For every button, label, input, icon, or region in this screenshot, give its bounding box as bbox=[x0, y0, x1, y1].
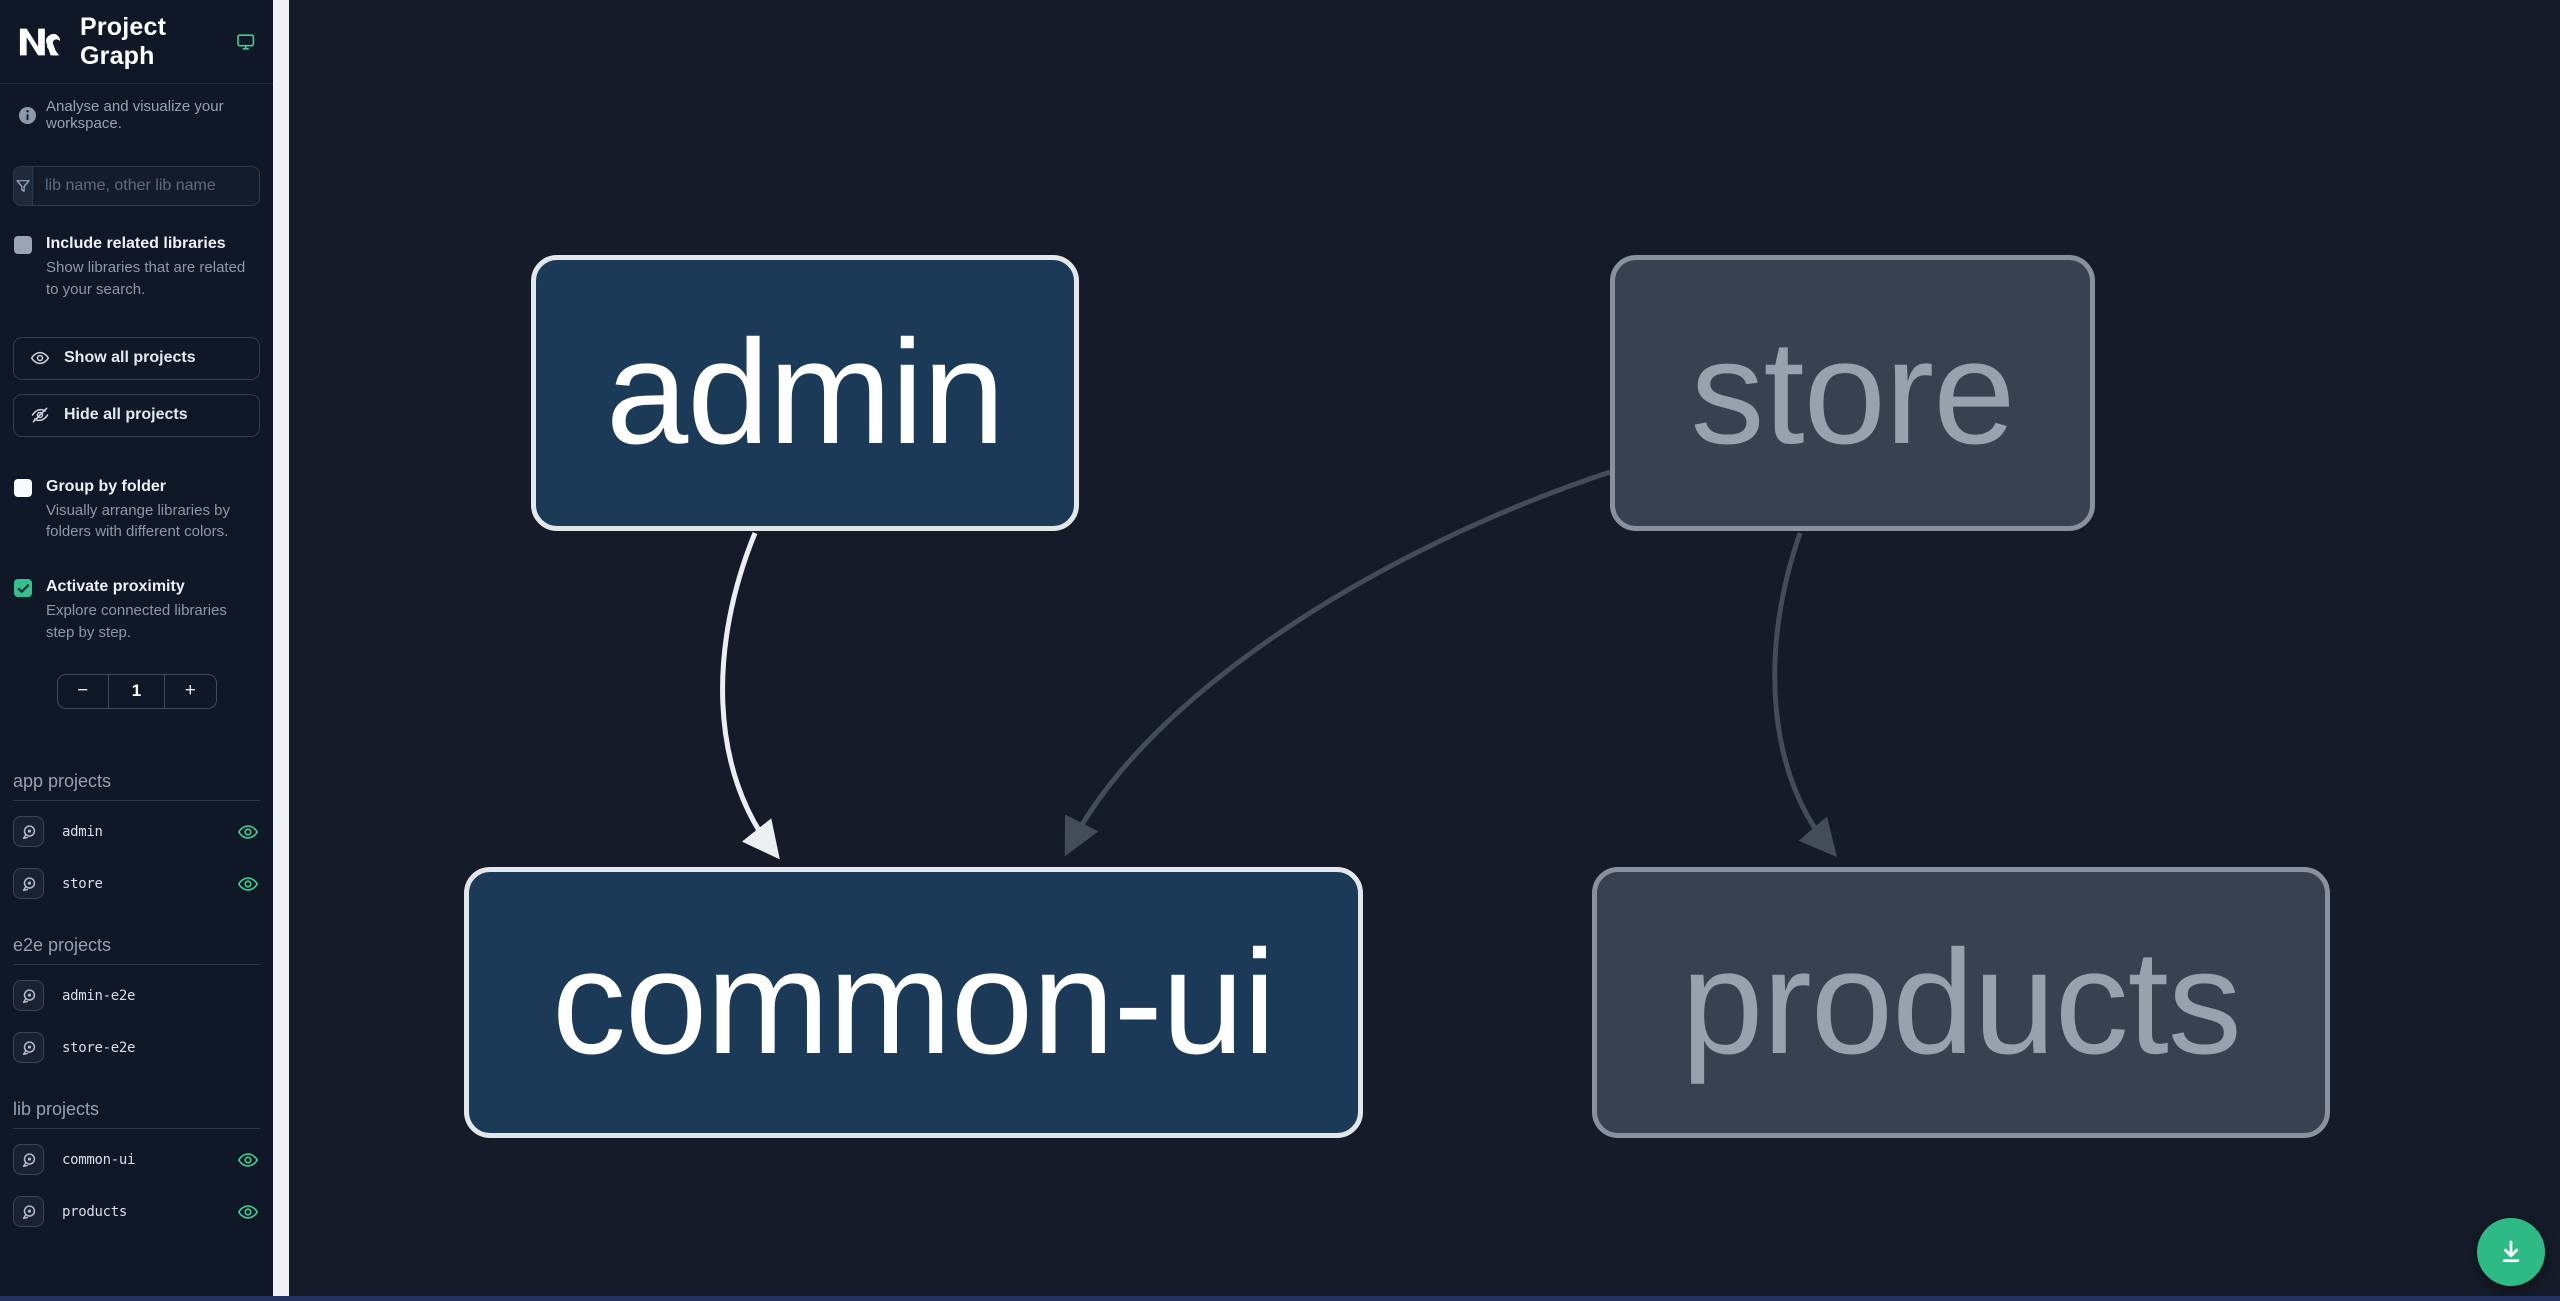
edge-admin-to-common-ui[interactable] bbox=[720, 532, 780, 860]
edge-store-to-common-ui[interactable] bbox=[1064, 469, 1611, 857]
section-title: lib projects bbox=[13, 1099, 260, 1129]
include-related-label: Include related libraries bbox=[46, 235, 226, 252]
eye-icon bbox=[30, 351, 50, 365]
focus-project-button[interactable] bbox=[13, 1032, 44, 1063]
graph-node-products[interactable]: products bbox=[1592, 867, 2330, 1138]
focus-project-button[interactable] bbox=[13, 868, 44, 899]
nx-logo bbox=[19, 28, 61, 55]
section-e2e-projects: e2e projects admin-e2e store-e2e bbox=[0, 935, 273, 1069]
hide-all-projects-button[interactable]: Hide all projects bbox=[13, 393, 260, 437]
section-lib-projects: lib projects common-ui bbox=[0, 1099, 273, 1233]
info-icon bbox=[18, 106, 37, 124]
option-group-by-folder: Group by folder Visually arrange librari… bbox=[0, 477, 273, 544]
search-input[interactable] bbox=[33, 167, 259, 205]
focus-icon bbox=[22, 1040, 35, 1055]
filter-funnel-icon bbox=[14, 167, 33, 205]
project-row-store-e2e: store-e2e bbox=[13, 1027, 260, 1069]
edge-store-to-products[interactable] bbox=[1772, 532, 1838, 858]
option-include-related: Include related libraries Show libraries… bbox=[0, 234, 273, 301]
eye-icon[interactable] bbox=[236, 872, 260, 896]
graph-node-admin[interactable]: admin bbox=[531, 255, 1079, 531]
project-name: admin bbox=[62, 823, 103, 840]
focus-project-button[interactable] bbox=[13, 816, 44, 847]
project-name: admin-e2e bbox=[62, 987, 136, 1004]
include-related-description: Show libraries that are related to your … bbox=[46, 259, 246, 298]
download-graph-button[interactable] bbox=[2477, 1218, 2545, 1286]
eye-icon[interactable] bbox=[236, 820, 260, 844]
focus-icon bbox=[22, 824, 35, 839]
proximity-decrement-button[interactable]: − bbox=[58, 675, 108, 708]
include-related-checkbox[interactable] bbox=[14, 236, 32, 254]
section-title: e2e projects bbox=[13, 935, 260, 965]
project-name: store-e2e bbox=[62, 1039, 136, 1056]
activate-proximity-label: Activate proximity bbox=[46, 578, 185, 595]
graph-edges bbox=[720, 469, 1838, 860]
download-icon bbox=[2502, 1240, 2520, 1263]
focus-icon bbox=[22, 1204, 35, 1219]
node-label: products bbox=[1681, 919, 2242, 1085]
tagline: Analyse and visualize your workspace. bbox=[0, 98, 273, 132]
project-row-store: store bbox=[13, 863, 260, 905]
graph-node-store[interactable]: store bbox=[1610, 255, 2095, 531]
sidebar: Project Graph Analyse and visualize your… bbox=[0, 0, 273, 1301]
show-all-label: Show all projects bbox=[64, 349, 196, 366]
group-by-folder-description: Visually arrange libraries by folders wi… bbox=[46, 501, 230, 541]
project-name: products bbox=[62, 1203, 128, 1220]
project-row-admin-e2e: admin-e2e bbox=[13, 975, 260, 1017]
sidebar-header: Project Graph bbox=[0, 0, 273, 84]
proximity-increment-button[interactable]: + bbox=[165, 675, 215, 708]
activate-proximity-description: Explore connected libraries step by step… bbox=[46, 602, 227, 641]
group-by-folder-label: Group by folder bbox=[46, 477, 166, 495]
node-label: common-ui bbox=[552, 919, 1276, 1085]
section-app-projects: app projects admin bbox=[0, 771, 273, 905]
project-row-products: products bbox=[13, 1191, 260, 1233]
focus-project-button[interactable] bbox=[13, 1144, 44, 1175]
project-row-common-ui: common-ui bbox=[13, 1139, 260, 1181]
search-box bbox=[13, 166, 260, 206]
graph-canvas[interactable]: admin store common-ui products bbox=[289, 0, 2560, 1301]
graph-node-common-ui[interactable]: common-ui bbox=[464, 867, 1363, 1138]
project-name: common-ui bbox=[62, 1151, 136, 1168]
check-icon bbox=[17, 583, 29, 593]
option-activate-proximity: Activate proximity Explore connected lib… bbox=[0, 577, 273, 644]
eye-off-icon bbox=[31, 407, 49, 423]
focus-icon bbox=[22, 876, 35, 891]
bottom-edge-strip bbox=[0, 1296, 2560, 1301]
project-row-admin: admin bbox=[13, 811, 260, 853]
proximity-value: 1 bbox=[107, 674, 166, 708]
section-title: app projects bbox=[13, 771, 260, 801]
sidebar-resize-handle[interactable] bbox=[273, 0, 289, 1301]
tagline-text: Analyse and visualize your workspace. bbox=[46, 98, 224, 132]
focus-project-button[interactable] bbox=[13, 1196, 44, 1227]
hide-all-label: Hide all projects bbox=[64, 406, 188, 423]
activate-proximity-checkbox[interactable] bbox=[14, 579, 32, 597]
show-all-projects-button[interactable]: Show all projects bbox=[13, 336, 260, 380]
app-title: Project Graph bbox=[80, 12, 167, 70]
proximity-stepper: − 1 + bbox=[56, 673, 217, 709]
project-name: store bbox=[62, 875, 103, 892]
focus-icon bbox=[22, 1152, 35, 1167]
node-label: admin bbox=[605, 310, 1005, 475]
monitor-icon bbox=[236, 33, 254, 50]
group-by-folder-checkbox[interactable] bbox=[14, 478, 32, 497]
eye-icon[interactable] bbox=[236, 1148, 260, 1172]
eye-icon[interactable] bbox=[236, 1200, 260, 1224]
focus-icon bbox=[22, 988, 35, 1003]
focus-project-button[interactable] bbox=[13, 980, 44, 1011]
node-label: store bbox=[1690, 310, 2015, 475]
